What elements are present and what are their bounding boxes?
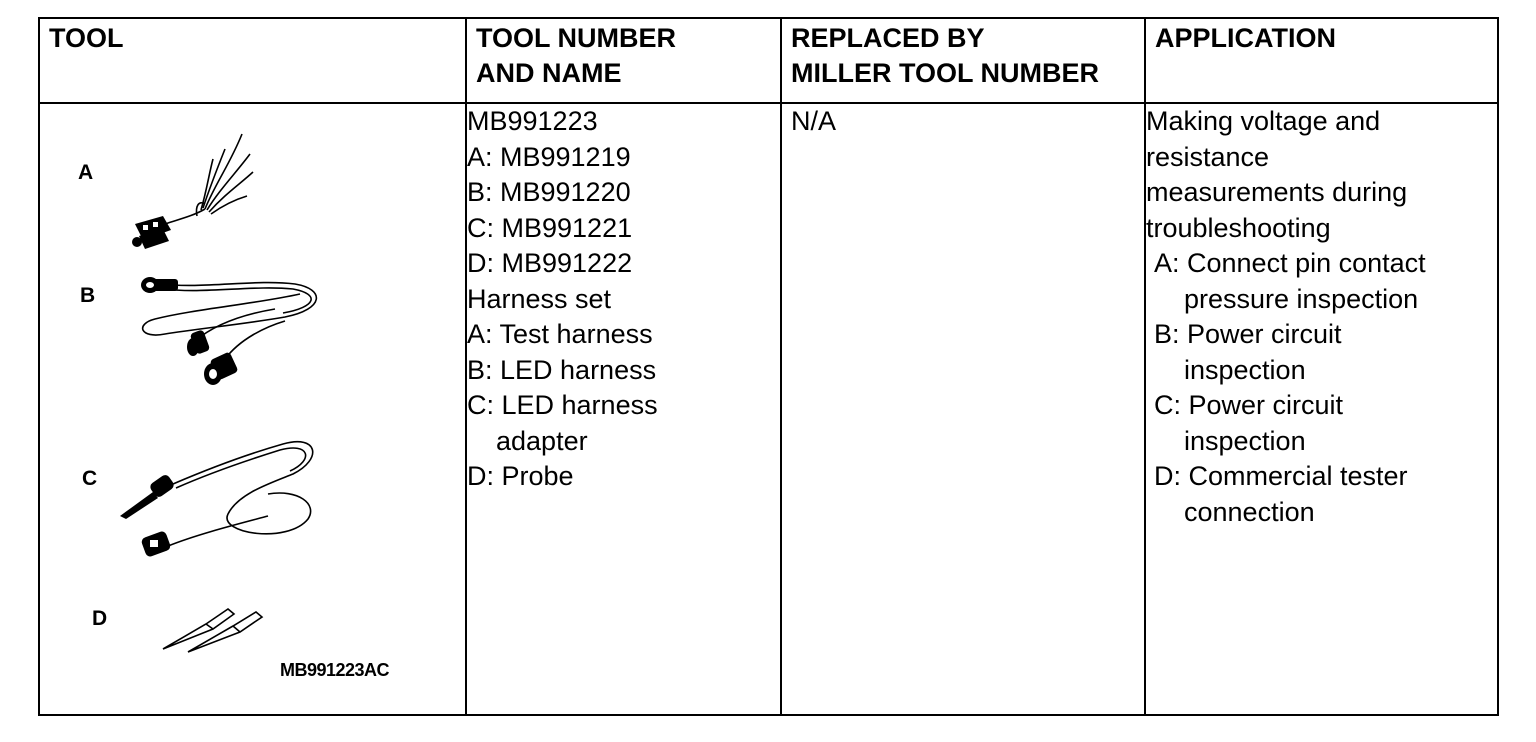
header-replaced-by: REPLACED BY MILLER TOOL NUMBER	[780, 17, 1146, 104]
tool-name-c-cont: adapter	[496, 425, 588, 456]
header-row: TOOL TOOL NUMBER AND NAME REPLACED BY MI…	[38, 17, 1499, 104]
header-tool-number-line2: AND NAME	[476, 58, 622, 88]
application-line: inspection	[1184, 425, 1306, 456]
header-tool: TOOL	[38, 17, 467, 104]
led-harness-adapter-illustration	[120, 441, 314, 557]
tool-number-a: A: MB991219	[467, 141, 631, 172]
header-tool-number-and-name: TOOL NUMBER AND NAME	[465, 17, 782, 104]
tool-label-a: A	[78, 161, 94, 184]
header-tool-number-line1: TOOL NUMBER	[476, 23, 677, 53]
tool-number-d: D: MB991222	[467, 248, 633, 278]
application-line: resistance	[1146, 141, 1270, 172]
application-line: Making voltage and	[1146, 106, 1381, 136]
tool-name-set: Harness set	[467, 283, 612, 314]
header-replaced-line2: MILLER TOOL NUMBER	[791, 58, 1099, 88]
tool-label-d: D	[92, 607, 108, 630]
tool-label-c: C	[82, 467, 98, 490]
application-line: connection	[1184, 496, 1315, 527]
header-application: APPLICATION	[1144, 17, 1499, 104]
tool-number-and-name-cell: MB991223 A: MB991219 B: MB991220 C: MB99…	[465, 102, 782, 716]
tool-name-c: C: LED harness	[467, 390, 658, 420]
application-line: troubleshooting	[1146, 212, 1331, 243]
tool-number-c: C: MB991221	[467, 212, 633, 243]
tool-number-b: B: MB991220	[467, 177, 631, 207]
tool-name-a: A: Test harness	[467, 319, 653, 349]
application-line: B: Power circuit	[1154, 319, 1342, 349]
tool-name-d: D: Probe	[467, 461, 574, 491]
application-line: A: Connect pin contact	[1154, 248, 1426, 278]
led-harness-illustration	[141, 277, 318, 385]
replaced-by-cell: N/A	[780, 102, 1146, 716]
tool-number-main: MB991223	[467, 106, 598, 136]
test-harness-illustration	[132, 133, 254, 249]
special-tool-table: TOOL TOOL NUMBER AND NAME REPLACED BY MI…	[38, 17, 1499, 716]
application-line: pressure inspection	[1184, 283, 1419, 314]
application-line: C: Power circuit	[1154, 390, 1344, 420]
tool-illustration-cell: A B C D	[38, 102, 467, 716]
application-line: D: Commercial tester	[1154, 461, 1408, 491]
probe-illustration	[162, 607, 264, 653]
tool-row: A B C D	[38, 102, 1499, 716]
tool-label-b: B	[80, 284, 96, 307]
application-line: inspection	[1184, 354, 1306, 385]
application-line: measurements during	[1146, 177, 1408, 207]
illustration-part-code: MB991223AC	[280, 660, 390, 680]
header-replaced-line1: REPLACED BY	[791, 23, 985, 53]
application-cell: Making voltage and resistance measuremen…	[1144, 102, 1499, 716]
replaced-by-value: N/A	[791, 106, 837, 136]
tool-name-b: B: LED harness	[467, 354, 657, 385]
